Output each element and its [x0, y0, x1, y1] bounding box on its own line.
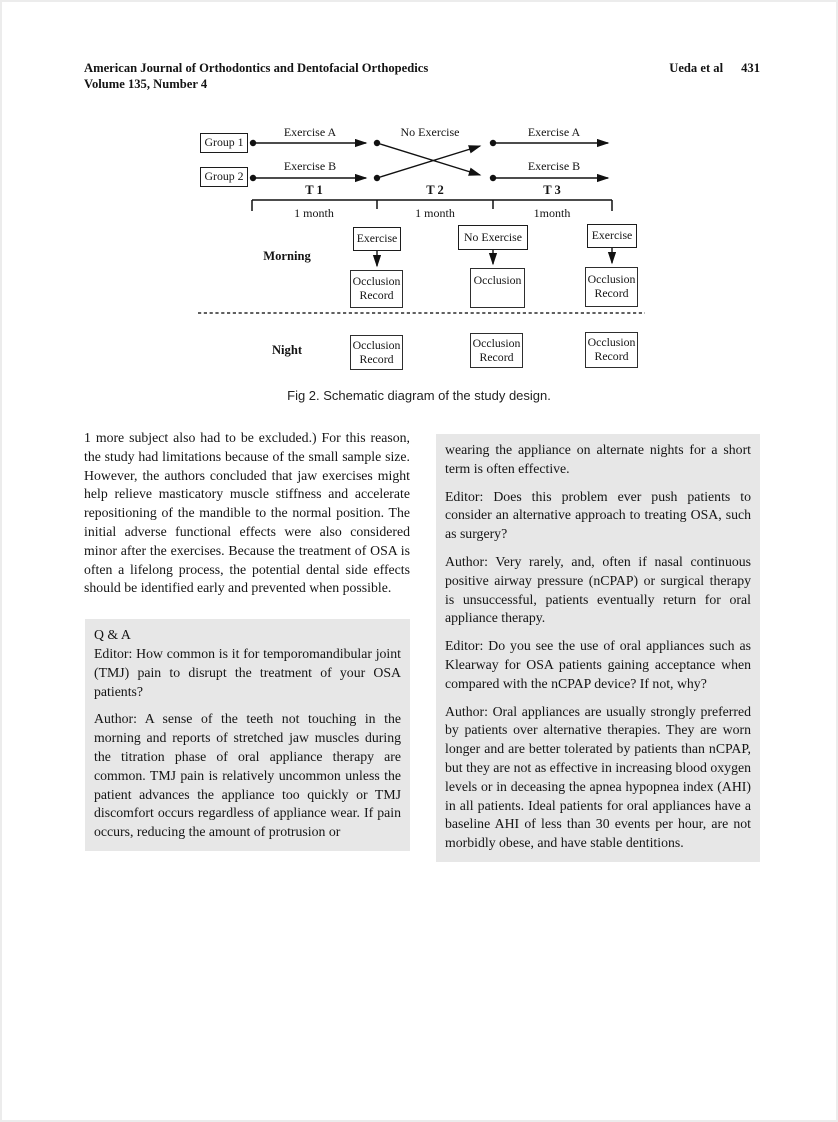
morning-occlusion-record-label-3: Occlusion Record	[587, 272, 636, 300]
speaker-author: Author:	[445, 553, 488, 569]
flow-arrows	[253, 138, 610, 183]
group-1-box: Group 1	[200, 133, 248, 153]
morning-exercise-label-3: Exercise	[591, 228, 633, 243]
flow-node-dots	[249, 139, 497, 182]
timeline-t2: T 2	[426, 183, 444, 197]
speaker-author: Author:	[94, 711, 137, 727]
authors-ref: Ueda et al	[669, 61, 724, 75]
night-occlusion-record-box-2: Occlusion Record	[470, 333, 523, 368]
journal-volume: Volume 135, Number 4	[84, 76, 208, 91]
diagram-lines	[198, 138, 645, 314]
qa-paragraph: Author: A sense of the teeth not touchin…	[94, 710, 401, 842]
morning-no-exercise-box: No Exercise	[458, 225, 528, 250]
morning-exercise-box-1: Exercise	[353, 227, 401, 251]
timeline-axis	[251, 199, 613, 211]
speaker-author: Author:	[445, 703, 488, 719]
page-number: 431	[741, 61, 760, 75]
group-2-label: Group 2	[204, 169, 244, 184]
morning-occlusion-box-2: Occlusion	[470, 268, 525, 308]
label-exercise-a-1: Exercise A	[283, 125, 337, 139]
header-right: Ueda et al 431	[669, 61, 760, 92]
qa-text: wearing the appliance on alternate night…	[445, 442, 751, 476]
running-header: American Journal of Orthodontics and Den…	[84, 61, 760, 92]
intro-text: 1 more subject also had to be excluded.)…	[84, 430, 410, 596]
figure-caption: Fig 2. Schematic diagram of the study de…	[287, 388, 551, 403]
qa-paragraph: Author: Very rarely, and, often if nasal…	[445, 553, 751, 628]
morning-occlusion-record-box-1: Occlusion Record	[350, 270, 403, 308]
qa-paragraph: Editor: Does this problem ever push pati…	[445, 488, 751, 544]
night-occlusion-record-box-3: Occlusion Record	[585, 332, 638, 368]
journal-title: American Journal of Orthodontics and Den…	[84, 61, 429, 75]
label-exercise-b-1: Exercise B	[283, 159, 337, 173]
morning-exercise-box-3: Exercise	[587, 224, 637, 248]
group-1-label: Group 1	[204, 135, 244, 150]
schedule-down-arrows	[372, 248, 617, 268]
speaker-editor: Editor:	[94, 645, 133, 661]
speaker-editor: Editor:	[445, 488, 484, 504]
timeline-d3: 1month	[533, 206, 571, 220]
qa-paragraph: Editor: Do you see the use of oral appli…	[445, 637, 751, 693]
label-exercise-b-3: Exercise B	[527, 159, 581, 173]
morning-occlusion-label-2: Occlusion	[473, 273, 522, 287]
label-no-exercise: No Exercise	[400, 125, 460, 139]
qa-box-right: wearing the appliance on alternate night…	[436, 434, 760, 862]
group-2-box: Group 2	[200, 167, 248, 187]
night-label: Night	[271, 343, 303, 357]
qa-text: Does this problem ever push patients to …	[445, 488, 751, 542]
timeline-d1: 1 month	[294, 206, 334, 220]
left-column: 1 more subject also had to be excluded.)…	[84, 429, 410, 851]
speaker-editor: Editor:	[445, 638, 484, 654]
timeline-t3: T 3	[543, 183, 561, 197]
night-occlusion-record-box-1: Occlusion Record	[350, 335, 403, 370]
figure-diagram: Group 1 Group 2 Exercise A No Exercise E…	[84, 120, 764, 382]
morning-occlusion-record-box-3: Occlusion Record	[585, 267, 638, 307]
header-left: American Journal of Orthodontics and Den…	[84, 61, 428, 92]
qa-text: How common is it for temporomandibular j…	[94, 645, 402, 699]
night-occlusion-record-label-3: Occlusion Record	[587, 335, 636, 363]
label-exercise-a-3: Exercise A	[527, 125, 581, 139]
morning-label: Morning	[263, 249, 311, 263]
qa-paragraph: Author: Oral appliances are usually stro…	[445, 703, 751, 853]
morning-exercise-label-1: Exercise	[356, 231, 398, 246]
qa-text: Do you see the use of oral appliances su…	[445, 638, 751, 691]
morning-occlusion-record-label-1: Occlusion Record	[352, 274, 401, 302]
qa-text: A sense of the teeth not touching in the…	[94, 711, 401, 840]
qa-box-left: Q & A Editor: How common is it for tempo…	[85, 619, 410, 851]
qa-text: Very rarely, and, often if nasal continu…	[445, 553, 752, 626]
night-occlusion-record-label-2: Occlusion Record	[472, 335, 521, 364]
qa-paragraph: wearing the appliance on alternate night…	[445, 441, 751, 479]
qa-text: Oral appliances are usually strongly pre…	[445, 703, 751, 851]
timeline-d2: 1 month	[415, 206, 455, 220]
qa-paragraph: Editor: How common is it for temporomand…	[94, 645, 401, 701]
night-occlusion-record-label-1: Occlusion Record	[352, 337, 401, 366]
timeline-t1: T 1	[305, 183, 323, 197]
morning-no-exercise-label: No Exercise	[464, 229, 522, 244]
qa-heading: Q & A	[94, 627, 131, 643]
body-paragraph: 1 more subject also had to be excluded.)…	[84, 429, 410, 598]
